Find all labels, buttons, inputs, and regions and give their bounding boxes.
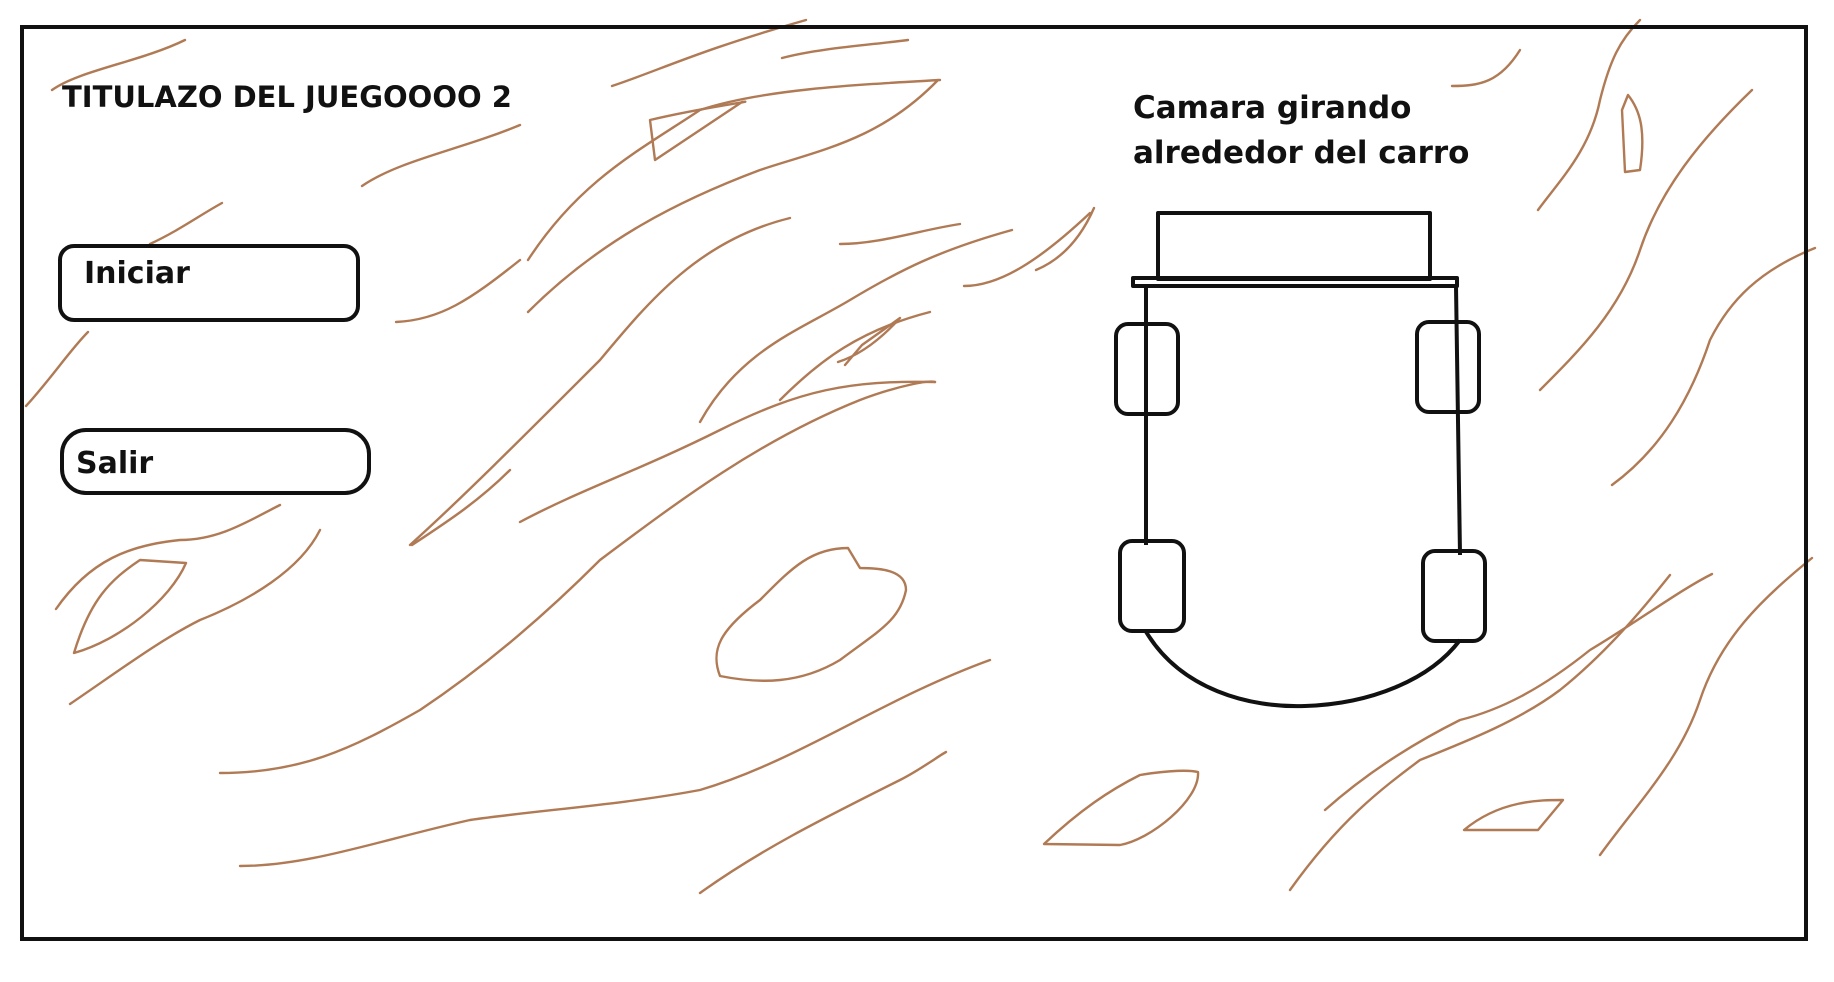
wheel-rear-right-icon (1421, 549, 1487, 643)
camera-note-line-2: alrededor del carro (1133, 135, 1470, 171)
car-preview (1114, 211, 1487, 709)
game-title: TITULAZO DEL JUEGOOOO 2 (62, 80, 512, 114)
car-right-side (1454, 285, 1462, 556)
start-button[interactable]: Iniciar (58, 244, 360, 322)
car-front-bumper (1131, 276, 1459, 288)
wheel-front-left-icon (1114, 322, 1180, 416)
camera-note-line-1: Camara girando (1133, 90, 1412, 126)
exit-button-label: Salir (76, 446, 154, 481)
terrain-background-strokes (24, 18, 1817, 895)
start-button-label: Iniciar (84, 256, 190, 291)
wheel-rear-left-icon (1118, 539, 1186, 633)
screen-frame (20, 25, 1808, 941)
exit-button[interactable]: Salir (60, 428, 371, 495)
camera-note: Camara girando alrededor del carro (1133, 86, 1469, 176)
car-rear-arc (1143, 628, 1462, 709)
car-roof (1156, 211, 1432, 281)
wheel-front-right-icon (1415, 320, 1481, 414)
